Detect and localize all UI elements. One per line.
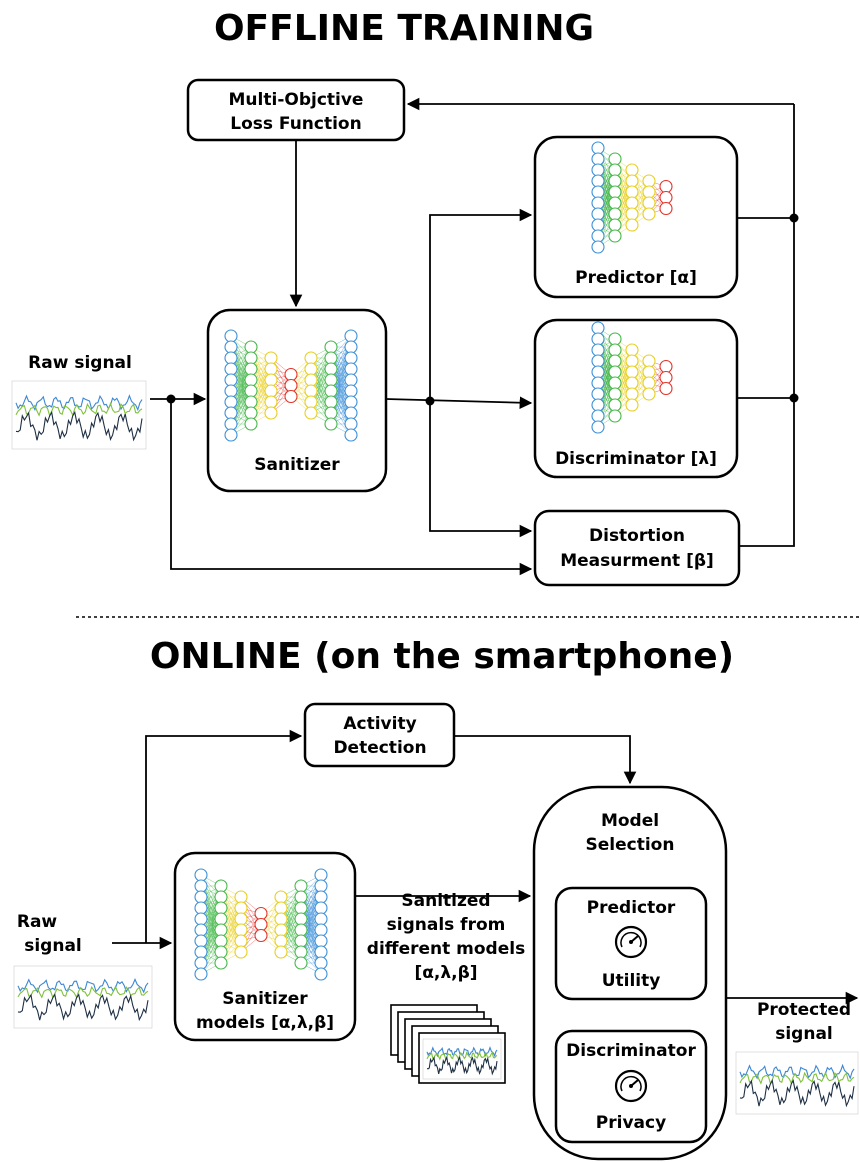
sanitized-signals-label-3: different models [367, 939, 525, 959]
loss-function-label-2: Loss Function [230, 114, 361, 134]
distortion-label-2: Measurment [β] [560, 551, 714, 571]
signal-plot-icon [11, 380, 147, 450]
offline-title: OFFLINE TRAINING [214, 8, 594, 49]
model-selection-label: Model [601, 811, 659, 831]
raw-signal-online-label: Raw [17, 912, 58, 932]
activity-detection-label: Activity [343, 714, 416, 734]
online-title: ONLINE (on the smartphone) [150, 636, 734, 677]
loss-function-label: Multi-Objctive [229, 90, 364, 110]
signal-plot-icon [13, 965, 153, 1029]
raw-signal-label: Raw signal [28, 353, 132, 373]
raw-signal-online-label-2: signal [24, 936, 82, 956]
privacy-label: Privacy [596, 1113, 666, 1133]
sanitized-signals-label-2: signals from [387, 915, 506, 935]
activity-detection-label-2: Detection [333, 738, 426, 758]
protected-signal-label-2: signal [775, 1024, 833, 1044]
sanitized-signals-label: Sanitized [401, 891, 490, 911]
neural-network-icon [194, 868, 328, 981]
neural-network-icon [591, 321, 673, 434]
model-selection-label-2: Selection [586, 835, 675, 855]
neural-network-icon [591, 141, 673, 254]
discriminator-privacy-label: Discriminator [566, 1041, 696, 1061]
discriminator-label: Discriminator [λ] [555, 449, 717, 469]
predictor-utility-label: Predictor [587, 898, 676, 918]
distortion-box [533, 509, 741, 587]
signal-plot-icon [735, 1051, 859, 1115]
distortion-label: Distortion [589, 526, 685, 546]
activity-detection-box [303, 702, 456, 768]
gauge-icon [614, 925, 648, 959]
sanitizer-models-label: Sanitizer [222, 989, 308, 1009]
gauge-icon [614, 1069, 648, 1103]
online-connectors [112, 729, 859, 1005]
stacked-signal-plots-icon [390, 1004, 506, 1084]
predictor-label: Predictor [α] [575, 268, 697, 288]
utility-label: Utility [602, 971, 661, 991]
sanitizer-label: Sanitizer [254, 455, 340, 475]
offline-connectors [150, 97, 799, 576]
sanitized-signals-label-4: [α,λ,β] [414, 963, 477, 983]
sanitizer-models-label-2: models [α,λ,β] [196, 1013, 334, 1033]
neural-network-icon [224, 329, 358, 442]
protected-signal-label: Protected [757, 1000, 851, 1020]
